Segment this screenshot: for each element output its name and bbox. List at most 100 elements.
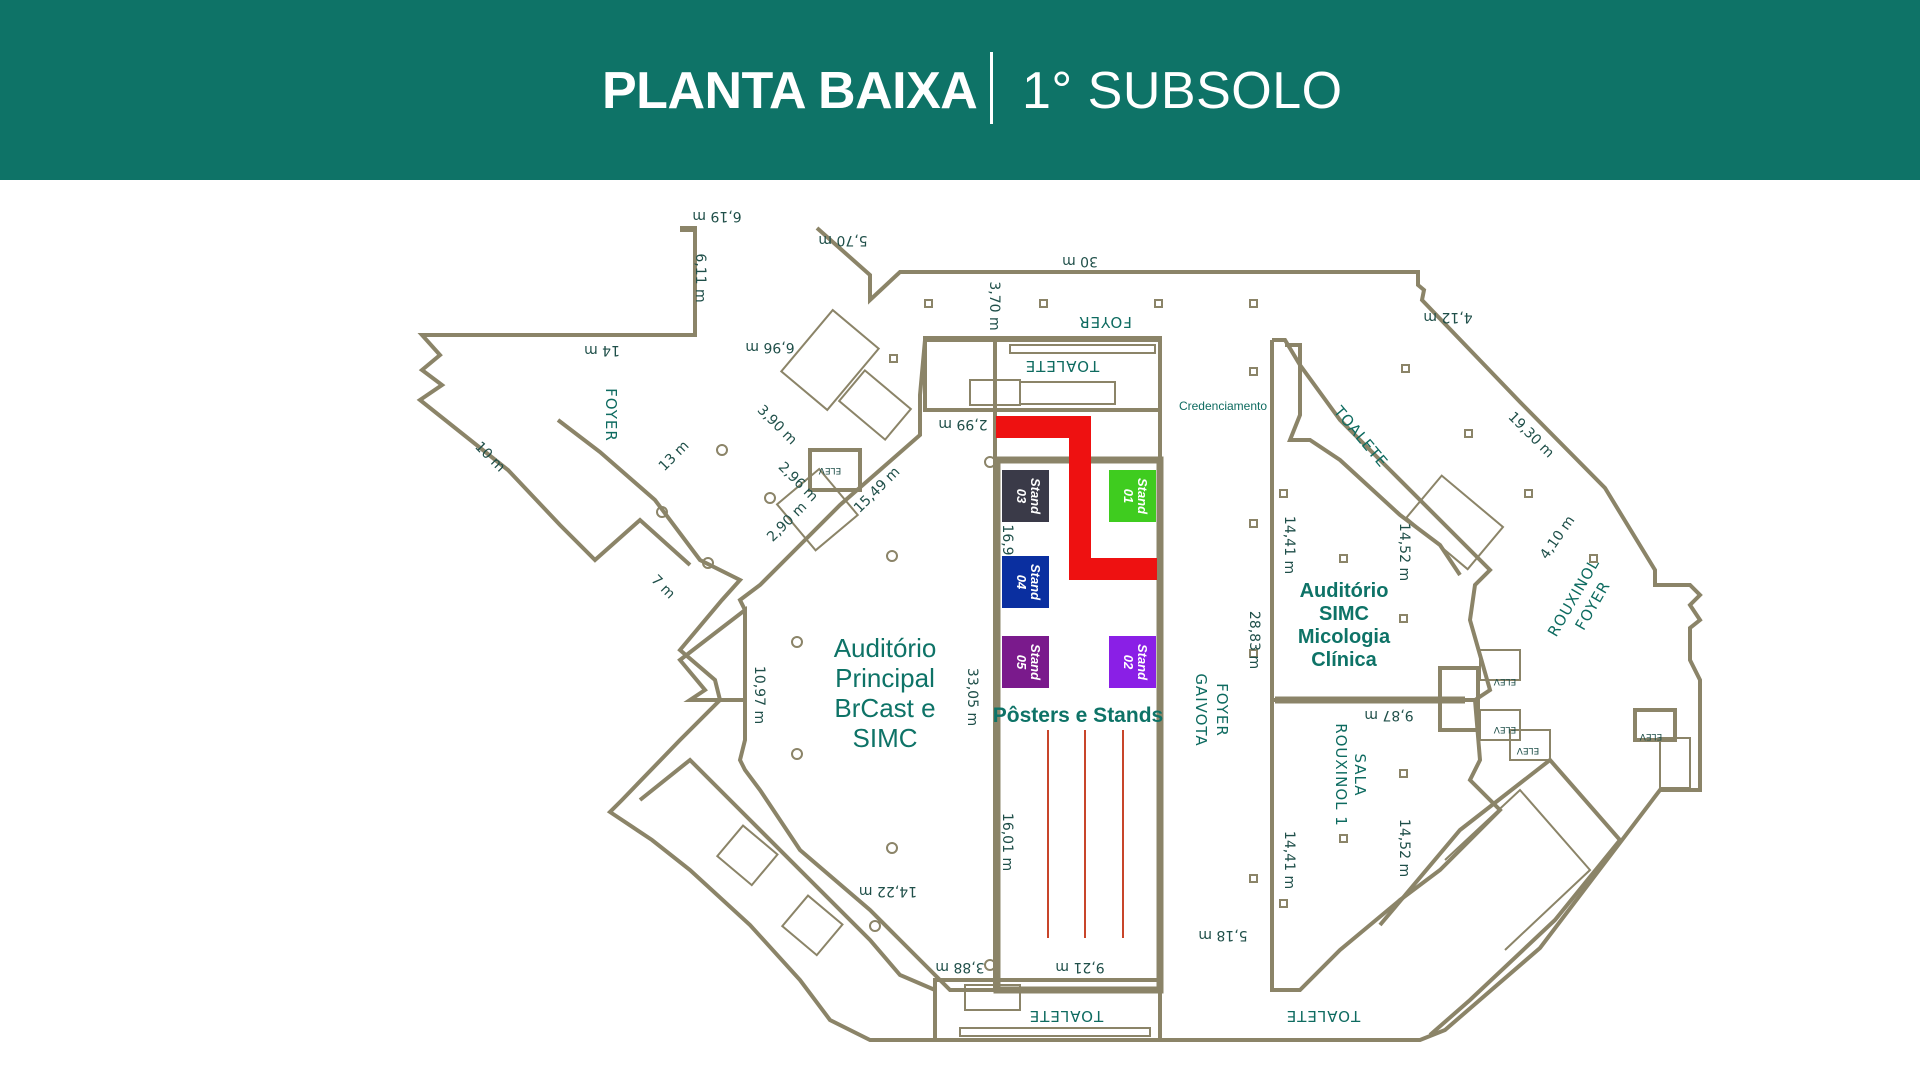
stand-02: Stand 02: [1109, 636, 1156, 688]
dim-14-41-a: 14,41 m: [1281, 516, 1297, 574]
posters-label: Pôsters e Stands: [993, 704, 1163, 727]
simc-auditorium-line1: Auditório: [1300, 580, 1389, 602]
wall-upper-angle: [556, 226, 1703, 1042]
stand-02-num: 02: [1121, 655, 1136, 670]
dim-2-96: 2,96 m: [775, 459, 821, 505]
stand-04: Stand 04: [1002, 556, 1049, 608]
stand-01-num: 01: [1121, 489, 1136, 503]
wall-bottom-right-rooms: [1378, 757, 1623, 1037]
columns: [656, 299, 1598, 971]
dim-3-70: 3,70 m: [986, 281, 1002, 330]
stair-top-left: [779, 308, 881, 412]
toalete-right-grid: [1404, 474, 1505, 571]
page-title: PLANTA BAIXA: [602, 62, 978, 120]
simc-auditorium-line3: Micologia: [1298, 626, 1391, 648]
elevator-right-1: [1479, 649, 1521, 681]
toilet-top-label: TOALETE: [1025, 357, 1100, 375]
floor-plan: Stand 01 Stand 02 Stand 03 Stand 04 Stan…: [416, 208, 1703, 1042]
toilet-bottom-stall: [964, 984, 1021, 1011]
main-auditorium-line3: BrCast e: [834, 693, 935, 723]
dim-2-99: 2,99 m: [938, 416, 987, 432]
dim-14-41-b: 14,41 m: [1281, 831, 1297, 889]
foyer-left-label: FOYER: [602, 388, 620, 442]
elevator-left-2: [775, 467, 860, 552]
dim-4-12: 4,12 m: [1423, 309, 1472, 325]
dim-5-70: 5,70 m: [818, 232, 867, 248]
simc-auditorium-line4: Clínica: [1311, 649, 1377, 671]
floor-title: 1° SUBSOLO: [1022, 62, 1343, 120]
elev-label-1: ELEV: [818, 465, 841, 475]
toilet-bottom-sink: [959, 1027, 1151, 1037]
toilet-right-bottom-label: TOALETE: [1286, 1007, 1361, 1025]
main-auditorium-line1: Auditório: [834, 633, 937, 663]
stand-04-num: 04: [1014, 575, 1029, 590]
dim-14-52-a: 14,52 m: [1396, 523, 1412, 581]
dim-7: 7 m: [648, 572, 678, 602]
dim-9-87: 9,87 m: [1364, 707, 1413, 723]
title-divider: [990, 52, 993, 124]
dim-16-9: 16,9: [999, 524, 1015, 555]
stand-01: Stand 01: [1109, 470, 1156, 522]
header-bar: PLANTA BAIXA 1° SUBSOLO: [0, 0, 1920, 180]
credenciamento-label: Credenciamento: [1179, 399, 1267, 413]
toilet-top-stall-2: [1019, 381, 1116, 405]
dim-4-10: 4,10 m: [1537, 513, 1578, 563]
toilet-bottom-block: [933, 978, 1162, 1042]
dim-19-30: 19,30 m: [1505, 409, 1557, 461]
elevator-right-2: [1479, 709, 1521, 741]
dim-6-11: 6,11 m: [692, 253, 708, 302]
dim-9-21: 9,21 m: [1055, 959, 1104, 975]
stand-04-label: Stand: [1028, 564, 1043, 601]
dim-3-90: 3,90 m: [754, 402, 800, 448]
dim-13: 13 m: [656, 438, 693, 475]
elev-label-5: ELEV: [1639, 731, 1662, 741]
stair-top-left-2: [837, 368, 913, 442]
simc-auditorium-line2: SIMC: [1319, 603, 1369, 625]
wall-bottom-left-rooms: [638, 757, 936, 992]
stair-bottom-left: [715, 824, 779, 887]
elevator-right-3: [1509, 729, 1551, 761]
stand-01-label: Stand: [1135, 478, 1150, 515]
dim-6-96: 6,96 m: [745, 339, 794, 355]
dim-14-22: 14,22 m: [859, 883, 917, 899]
stair-far-right: [1659, 737, 1691, 789]
elev-label-3: ELEV: [1493, 724, 1516, 734]
dim-10: 10 m: [471, 439, 508, 476]
elevator-far-right: [1633, 708, 1677, 742]
toilet-top-block: [923, 336, 1162, 412]
main-auditorium-line2: Principal: [835, 663, 935, 693]
foyer-gaivota-line1: FOYER: [1213, 683, 1231, 737]
sala-rouxinol-line1: SALA: [1351, 753, 1369, 796]
wall-sala-rouxinol: [1270, 699, 1503, 992]
elevator-left: [808, 448, 862, 492]
wall-left-wing: [416, 228, 697, 567]
red-barrier: [996, 416, 1157, 580]
elev-label-4: ELEV: [1516, 745, 1539, 755]
dim-14: 14 m: [584, 342, 620, 358]
stair-bottom-left-2: [780, 894, 844, 957]
main-auditorium-line4: SIMC: [853, 723, 918, 753]
dim-5-18: 5,18 m: [1198, 927, 1247, 943]
sala-rouxinol-line2: ROUXINOL 1: [1332, 723, 1350, 827]
foyer-top-label: FOYER: [1078, 313, 1132, 331]
wall-main-auditorium: [677, 338, 997, 992]
dim-28-83: 28,83 m: [1246, 611, 1262, 669]
stand-05-num: 05: [1014, 655, 1029, 670]
toilet-top-sink: [1009, 344, 1156, 354]
stand-03: Stand 03: [1002, 470, 1049, 522]
stand-05-label: Stand: [1028, 644, 1043, 681]
wall-bottom-right-detail: [1444, 788, 1592, 951]
stair-right: [1438, 666, 1480, 732]
elev-label-2: ELEV: [1493, 676, 1516, 686]
stand-03-num: 03: [1014, 489, 1029, 504]
toilet-bottom-label: TOALETE: [1029, 1007, 1104, 1025]
stand-02-label: Stand: [1135, 644, 1150, 681]
dim-30: 30 m: [1062, 253, 1098, 269]
dim-10-97: 10,97 m: [751, 666, 767, 724]
dim-3-88: 3,88 m: [935, 959, 984, 975]
dim-2-90: 2,90 m: [764, 499, 810, 545]
dim-16-01: 16,01 m: [999, 813, 1015, 871]
dim-6-19: 6,19 m: [692, 208, 741, 224]
dim-33-05: 33,05 m: [964, 668, 980, 726]
dim-14-52-b: 14,52 m: [1396, 819, 1412, 877]
